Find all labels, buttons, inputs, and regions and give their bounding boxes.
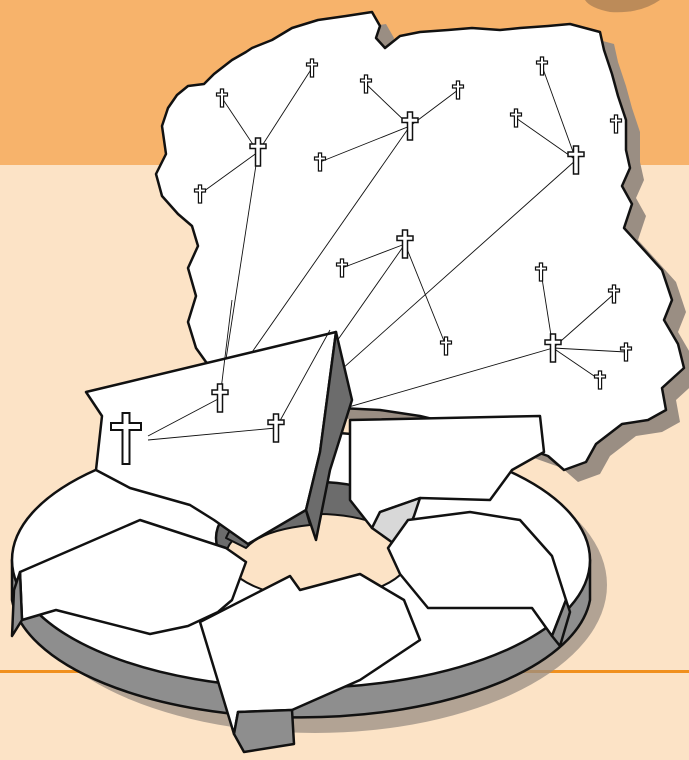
cycle-arrow-icon (234, 710, 294, 752)
